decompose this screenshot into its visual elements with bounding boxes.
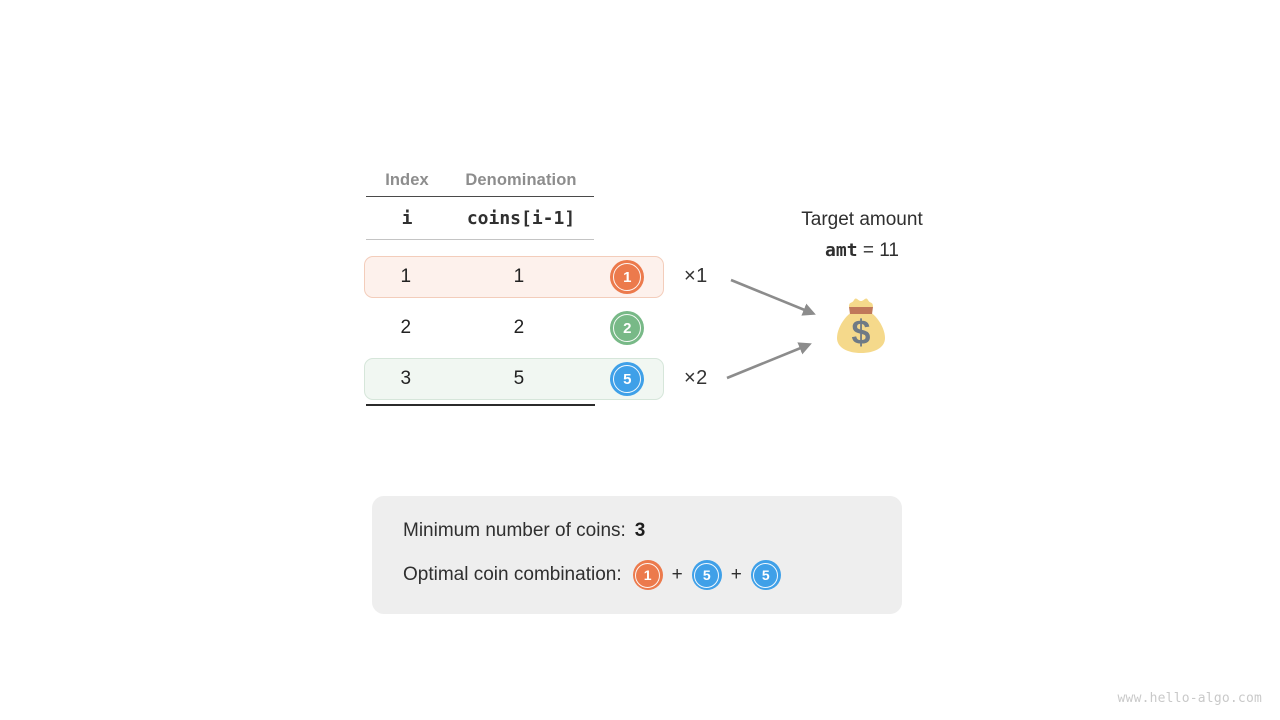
min-coins-value: 3 bbox=[634, 520, 646, 541]
coin-denomination-table: Index Denomination i coins[i-1] bbox=[366, 158, 594, 240]
target-var-name: amt bbox=[825, 240, 858, 261]
row-denomination: 1 bbox=[513, 266, 525, 287]
combination-coins: 1 + 5 + 5 bbox=[632, 560, 781, 590]
target-equals: = bbox=[862, 240, 874, 261]
combination-line: Optimal coin combination: 1 + 5 + 5 bbox=[403, 558, 781, 592]
table-rule-bottom bbox=[366, 404, 595, 406]
coin-token: 1 bbox=[632, 560, 663, 590]
table-rule-mid bbox=[366, 239, 594, 240]
multiplier-row3: ×2 bbox=[684, 367, 708, 389]
target-value: 11 bbox=[879, 240, 899, 261]
target-amount-expression: amt = 11 bbox=[762, 239, 962, 263]
plus-sign: + bbox=[671, 564, 683, 585]
table-row[interactable]: 1 1 1 bbox=[364, 256, 664, 298]
row-index: 2 bbox=[400, 317, 412, 338]
watermark: www.hello-algo.com bbox=[1117, 691, 1262, 706]
row-coin-cell: 2 bbox=[591, 311, 663, 345]
coin-token: 5 bbox=[691, 560, 722, 590]
code-header-coins: coins[i-1] bbox=[466, 207, 576, 229]
coin-token: 5 bbox=[750, 560, 781, 590]
target-amount-block: Target amount amt = 11 bbox=[762, 207, 962, 263]
svg-text:$: $ bbox=[852, 314, 871, 352]
row-coin-cell: 1 bbox=[591, 260, 663, 294]
row-coin-cell: 5 bbox=[591, 362, 663, 396]
row-index: 1 bbox=[400, 266, 412, 287]
target-amount-label: Target amount bbox=[801, 209, 923, 230]
result-panel: Minimum number of coins: 3 Optimal coin … bbox=[372, 496, 902, 614]
table-row[interactable]: 2 2 2 bbox=[364, 307, 664, 349]
table-row[interactable]: 3 5 5 bbox=[364, 358, 664, 400]
arrow-coin1-to-bag bbox=[730, 278, 816, 316]
arrow-coin5-to-bag bbox=[726, 342, 812, 380]
plus-sign: + bbox=[730, 564, 742, 585]
table-rule-top bbox=[366, 196, 594, 197]
min-coins-line: Minimum number of coins: 3 bbox=[403, 516, 645, 546]
code-header-i: i bbox=[401, 207, 413, 229]
row-denomination: 2 bbox=[513, 317, 525, 338]
min-coins-label: Minimum number of coins: bbox=[403, 520, 626, 541]
column-header-index: Index bbox=[385, 171, 429, 189]
money-bag-icon: $ bbox=[837, 298, 885, 353]
table-code-header-row: i coins[i-1] bbox=[366, 197, 594, 239]
combination-label: Optimal coin combination: bbox=[403, 564, 622, 585]
row-denomination: 5 bbox=[513, 368, 525, 389]
coin-token: 1 bbox=[610, 260, 645, 294]
coin-token: 2 bbox=[610, 311, 645, 345]
table-header-row: Index Denomination bbox=[366, 158, 594, 190]
multiplier-row1: ×1 bbox=[684, 265, 708, 287]
coin-token: 5 bbox=[610, 362, 645, 396]
row-index: 3 bbox=[400, 368, 412, 389]
column-header-denomination: Denomination bbox=[465, 171, 577, 189]
